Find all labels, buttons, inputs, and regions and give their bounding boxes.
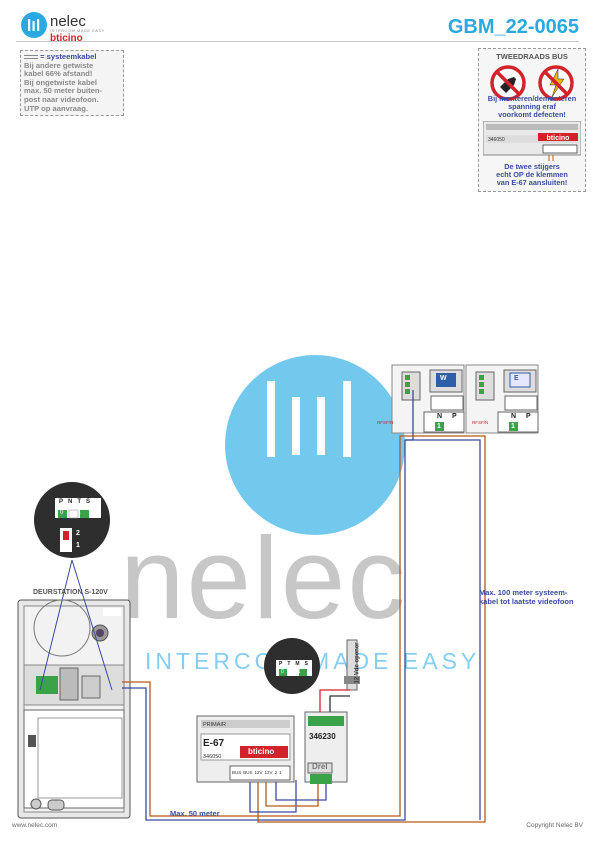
note-line: post naar videofoon. (24, 94, 99, 104)
monitor-label: N (437, 413, 443, 420)
terminal-label: 12V (264, 770, 273, 775)
bus-note-line: echt OP de klemmen (496, 170, 568, 179)
bus-warning-box: TWEEDRAADS BUS Bij monteren/demonteren s… (478, 48, 586, 192)
dip-values: 01 (60, 510, 95, 516)
monitor-label: RFSF/N (377, 420, 394, 425)
power-terminals: BUS BUS 12V 12V 2 1 (232, 770, 282, 775)
header-divider (16, 41, 579, 42)
bus-warning-line: Bij monteren/demonteren (487, 94, 577, 103)
watermark-icon (225, 355, 405, 535)
monitor-value: 1 (437, 423, 441, 430)
relay-name: Drel (312, 762, 328, 771)
switch-label: 2 (76, 530, 80, 537)
door-opener (344, 639, 360, 691)
terminal-label: 2 (274, 770, 278, 775)
bus-title: TWEEDRAADS BUS (496, 52, 568, 61)
door-station-label: DEURSTATION S-120V (33, 589, 108, 596)
relay-zoom-label: S (304, 661, 313, 667)
terminal-label: BUS (243, 770, 253, 775)
dip-label: N (68, 499, 78, 505)
terminal-label: BUS (232, 770, 242, 775)
relay-code: 346230 (309, 732, 336, 741)
opener-label: 12 Vdc opener (354, 642, 361, 684)
switch-label: 1 (76, 542, 80, 549)
bus-module-code: 346050 (488, 137, 505, 143)
no-plug-icon (490, 65, 574, 101)
door-station (17, 599, 131, 819)
dip-zoom (34, 482, 113, 691)
monitor-value: 1 (511, 423, 515, 430)
relay-zoom-value: 0 (281, 669, 298, 675)
relay-module (264, 638, 348, 784)
dip-label: T (77, 499, 87, 505)
cable-note: = systeemkabel Bij andere getwiste kabel… (20, 50, 124, 117)
dip-value: 1 (77, 510, 95, 516)
power-name: E-67 (203, 738, 225, 749)
dip-labels: PNTS (59, 499, 95, 505)
bus-warning-line: spanning eraf (508, 102, 556, 111)
monitor-screen-label: W (440, 375, 447, 382)
monitor-label: N (511, 413, 517, 420)
relay-zoom-value: 1 (297, 669, 315, 675)
document-id: GBM_22-0065 (447, 16, 579, 38)
note-line: Bij andere getwiste (24, 60, 94, 70)
footer-website: www.nelec.com (12, 822, 58, 829)
max-100-line: Max. 100 meter systeem- (479, 588, 568, 597)
bus-warning-line: voorkomt defecten! (498, 110, 566, 119)
bus-module-brand: bticino (547, 135, 570, 142)
note-line: max. 50 meter buiten- (24, 86, 103, 96)
note-title: = systeemkabel (40, 52, 97, 61)
footer-copyright: Copyright Nelec BV (526, 822, 583, 829)
terminal-label: 1 (279, 770, 282, 775)
monitor-screen-label: E (514, 375, 519, 382)
logo-word: nelec (50, 13, 86, 30)
max-50-note: Max. 50 meter (170, 809, 220, 818)
relay-zoom-label: T (287, 661, 296, 667)
dip-label: P (59, 499, 69, 505)
logo-brand: bticino (50, 33, 83, 44)
power-brand: bticino (248, 747, 275, 756)
dip-label: S (86, 499, 96, 505)
note-line: UTP op aanvraag. (24, 103, 89, 113)
relay-zoom-values: 01 (281, 669, 315, 675)
relay-zoom-label: P (279, 661, 288, 667)
monitor-1 (391, 364, 465, 434)
power-supply (196, 715, 295, 783)
monitor-label: P (526, 413, 531, 420)
max-100-note: Max. 100 meter systeem- kabel tot laatst… (479, 588, 574, 606)
bus-note-line: van E-67 aansluiten! (496, 178, 568, 187)
logo-tagline: INTERCOM MADE EASY (50, 28, 105, 33)
terminal-label: 12V (254, 770, 263, 775)
dip-value: 0 (60, 510, 78, 516)
power-code: 346050 (203, 754, 222, 760)
note-line: Bij ongetwiste kabel (24, 77, 98, 87)
relay-zoom-label: M (295, 661, 305, 667)
power-primary-label: PRIMAIR (203, 722, 226, 728)
watermark-word: nelec (120, 513, 408, 643)
e67-module-thumb: bticino 346050 (483, 121, 581, 161)
monitor-label: RFSF/N (472, 420, 489, 425)
monitor-label: P (452, 413, 457, 420)
nelec-logo-icon (21, 12, 47, 38)
max-100-line: kabel tot laatste videofoon (479, 597, 574, 606)
bus-note-line: De twee stijgers (504, 162, 560, 171)
monitor-2 (465, 364, 539, 434)
note-line: kabel 66% afstand! (24, 69, 93, 79)
relay-zoom-labels: PTMS (279, 661, 313, 667)
